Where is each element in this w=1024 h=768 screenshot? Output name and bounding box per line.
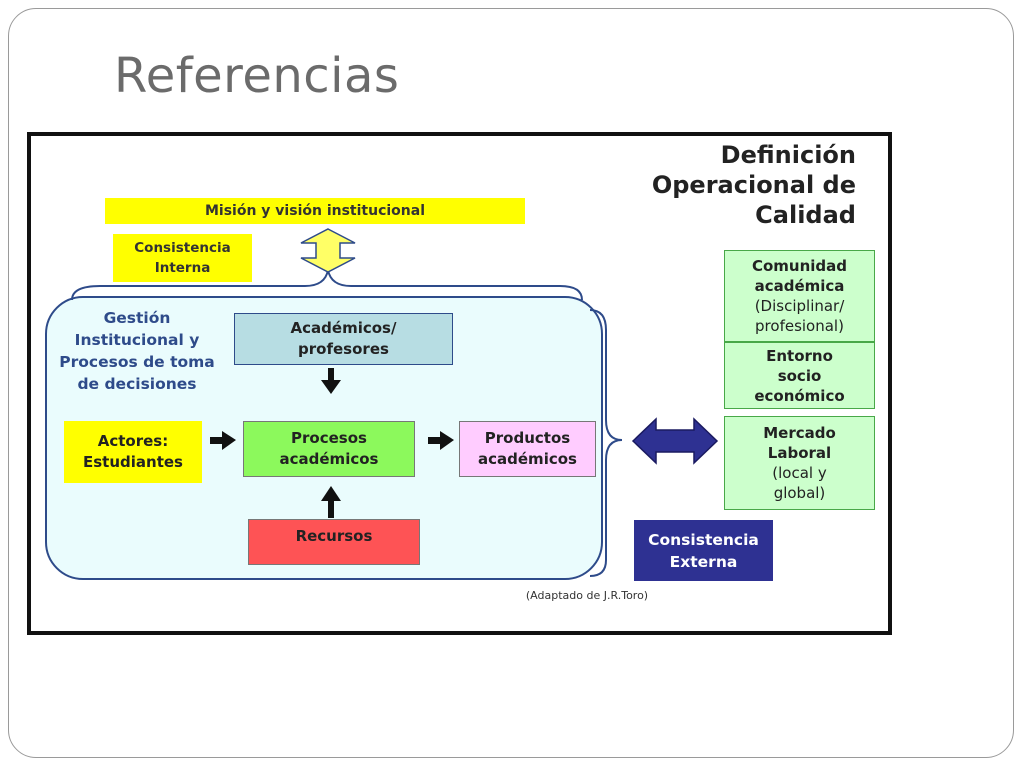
actores-line: Estudiantes <box>83 453 183 471</box>
arrow-recursos-to-procesos <box>321 486 341 518</box>
procesos-line: Procesos <box>291 429 367 447</box>
arrow-procesos-to-productos <box>428 431 454 450</box>
academicos-line: profesores <box>298 340 389 358</box>
comunidad-plain-line: (Disciplinar/ <box>754 297 845 315</box>
productos-line: Productos <box>484 429 571 447</box>
consistencia-externa-line: Externa <box>669 552 738 571</box>
entorno-line: socio <box>777 366 822 385</box>
consistencia-interna-line: Consistencia <box>134 240 231 256</box>
diagram-title-line: Operacional de <box>651 171 856 199</box>
diagram-title: Definición Operacional de Calidad <box>606 140 856 230</box>
mercado-plain-line: (local y <box>772 464 827 482</box>
entorno-line: económico <box>754 386 845 405</box>
entorno-line: Entorno <box>766 346 833 365</box>
diagram-title-line: Definición <box>720 141 856 169</box>
comunidad-plain-line: profesional) <box>755 317 844 335</box>
gestion-line: Procesos de toma <box>59 353 215 371</box>
gestion-label: Gestión Institucional y Procesos de toma… <box>47 307 227 395</box>
comunidad-bold-line: académica <box>754 277 845 295</box>
entorno-socioeconomico-box: Entorno socio económico <box>724 342 875 409</box>
slide-title: Referencias <box>114 48 400 104</box>
yellow-double-arrow <box>300 228 356 273</box>
gestion-line: Institucional y <box>74 331 200 349</box>
arrow-actores-to-procesos <box>210 431 236 450</box>
gestion-line: de decisiones <box>77 375 197 393</box>
mercado-bold-line: Mercado <box>763 424 836 442</box>
comunidad-academica-box: Comunidad académica (Disciplinar/ profes… <box>724 250 875 342</box>
arrow-academicos-to-procesos <box>321 368 341 394</box>
consistencia-externa-box: Consistencia Externa <box>634 520 773 581</box>
gestion-line: Gestión <box>103 309 171 327</box>
academicos-line: Académicos/ <box>290 319 397 337</box>
mercado-bold-line: Laboral <box>767 444 832 462</box>
mercado-laboral-box: Mercado Laboral (local y global) <box>724 416 875 510</box>
actores-line: Actores: <box>97 432 169 450</box>
consistencia-interna-box: Consistencia Interna <box>113 234 252 282</box>
procesos-box: Procesos académicos <box>243 421 415 477</box>
comunidad-bold-line: Comunidad <box>751 257 848 275</box>
consistencia-externa-line: Consistencia <box>648 530 759 549</box>
productos-line: académicos <box>478 450 577 468</box>
actores-box: Actores: Estudiantes <box>64 421 202 483</box>
diagram-title-line: Calidad <box>755 201 856 229</box>
productos-box: Productos académicos <box>459 421 596 477</box>
mercado-plain-line: global) <box>773 484 826 502</box>
right-brace <box>589 309 623 577</box>
navy-double-arrow <box>631 417 719 465</box>
recursos-box: Recursos <box>248 519 420 565</box>
mision-vision-box: Misión y visión institucional <box>105 198 525 224</box>
consistencia-interna-line: Interna <box>154 260 211 276</box>
credit-text: (Adaptado de J.R.Toro) <box>525 589 649 602</box>
procesos-line: académicos <box>279 450 379 468</box>
academicos-box: Académicos/ profesores <box>234 313 453 365</box>
